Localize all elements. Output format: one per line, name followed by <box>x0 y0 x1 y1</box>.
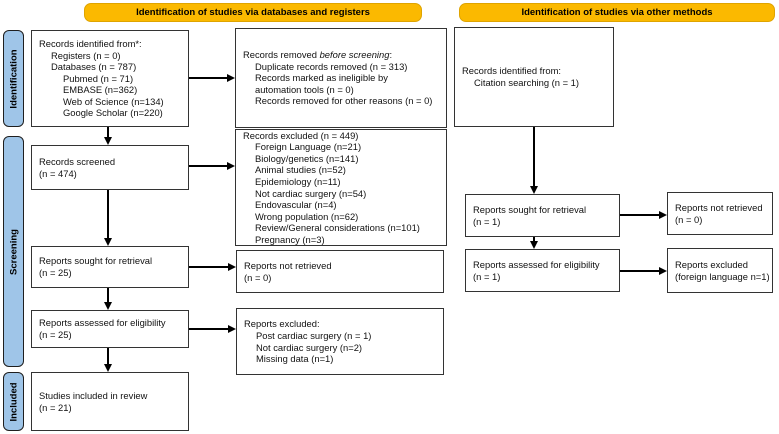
box-studies-included: Studies included in review(n = 21) <box>31 372 189 431</box>
box-line: Missing data (n=1) <box>256 353 334 365</box>
box-line: Reports not retrieved <box>244 259 332 271</box>
box-records-removed: Records removed before screening:Duplica… <box>235 28 447 128</box>
box-line: Biology/genetics (n=141) <box>255 152 359 164</box>
box-line: Registers (n = 0) <box>51 49 121 61</box>
box-line: Reports sought for retrieval <box>39 255 153 267</box>
box-line: Reports assessed for eligibility <box>473 258 600 270</box>
box-records-identified-other: Records identified from:Citation searchi… <box>454 27 614 127</box>
sidebar-screening: Screening <box>3 136 24 367</box>
box-line: Foreign Language (n=21) <box>255 141 362 153</box>
box-line: Reports assessed for eligibility <box>39 317 166 329</box>
box-line: Post cardiac surgery (n = 1) <box>256 329 372 341</box>
box-line: (n = 474) <box>39 167 77 179</box>
box-line: Animal studies (n=52) <box>255 164 346 176</box>
box-line: Endovascular (n=4) <box>255 199 337 211</box>
box-line: Review/General considerations (n=101) <box>255 222 420 234</box>
box-reports-not-retrieved-other: Reports not retrieved(n = 0) <box>667 192 773 235</box>
box-line: (foreign language n=1) <box>675 270 770 282</box>
box-line: Records excluded (n = 449) <box>243 129 359 141</box>
box-line: Pregnancy (n=3) <box>255 233 325 245</box>
box-line: automation tools (n = 0) <box>255 83 354 95</box>
box-line: Epidemiology (n=11) <box>255 175 341 187</box>
box-line: Duplicate records removed (n = 313) <box>255 60 408 72</box>
box-line: Records removed for other reasons (n = 0… <box>255 95 433 107</box>
box-reports-excluded: Reports excluded:Post cardiac surgery (n… <box>236 308 444 375</box>
box-records-identified: Records identified from*:Registers (n = … <box>31 30 189 127</box>
box-line: (n = 25) <box>39 267 72 278</box>
sidebar-identification-label: Identification <box>8 48 19 109</box>
box-reports-assessed: Reports assessed for eligibility(n = 25) <box>31 310 189 348</box>
box-reports-assessed-other: Reports assessed for eligibility(n = 1) <box>465 249 620 292</box>
box-line: Citation searching (n = 1) <box>474 77 580 88</box>
box-line: Pubmed (n = 71) <box>63 72 134 84</box>
box-reports-not-retrieved: Reports not retrieved(n = 0) <box>236 250 444 293</box>
sidebar-identification: Identification <box>3 30 24 127</box>
box-line: (n = 1) <box>473 270 501 282</box>
box-line: (n = 0) <box>244 271 272 283</box>
sidebar-screening-label: Screening <box>8 228 19 275</box>
box-line: Studies included in review <box>39 389 148 401</box>
box-line: (n = 1) <box>473 215 501 227</box>
box-line: Databases (n = 787) <box>51 61 137 73</box>
box-reports-excluded-other: Reports excluded(foreign language n=1) <box>667 248 773 293</box>
box-line: Records removed before screening: <box>243 49 393 61</box>
box-line: (n = 0) <box>675 213 703 225</box>
box-line: Reports not retrieved <box>675 201 763 213</box>
box-line: Records marked as ineligible by <box>255 72 388 84</box>
box-line: Not cardiac surgery (n=2) <box>256 341 363 353</box>
sidebar-included: Included <box>3 372 24 431</box>
box-line: Not cardiac surgery (n=54) <box>255 187 367 199</box>
box-line: Google Scholar (n=220) <box>63 107 163 119</box>
box-reports-sought-other: Reports sought for retrieval(n = 1) <box>465 194 620 237</box>
box-line: EMBASE (n=362) <box>63 84 138 96</box>
box-line: Records screened <box>39 155 116 167</box>
box-line: Records identified from*: <box>39 37 142 49</box>
box-line: Web of Science (n=134) <box>63 95 164 107</box>
header-other-methods: Identification of studies via other meth… <box>459 3 775 22</box>
box-line: Reports sought for retrieval <box>473 203 587 215</box>
box-line: (n = 25) <box>39 329 72 340</box>
header-databases-registers: Identification of studies via databases … <box>84 3 422 22</box>
box-line: Reports excluded <box>675 258 748 270</box>
box-line: Records identified from: <box>462 65 562 77</box>
box-records-excluded: Records excluded (n = 449)Foreign Langua… <box>235 129 447 246</box>
box-line: Reports excluded: <box>244 318 320 330</box>
box-reports-sought: Reports sought for retrieval(n = 25) <box>31 246 189 288</box>
box-line: Wrong population (n=62) <box>255 210 359 222</box>
box-line: (n = 21) <box>39 401 72 413</box>
sidebar-included-label: Included <box>8 381 19 422</box>
box-records-screened: Records screened(n = 474) <box>31 145 189 190</box>
